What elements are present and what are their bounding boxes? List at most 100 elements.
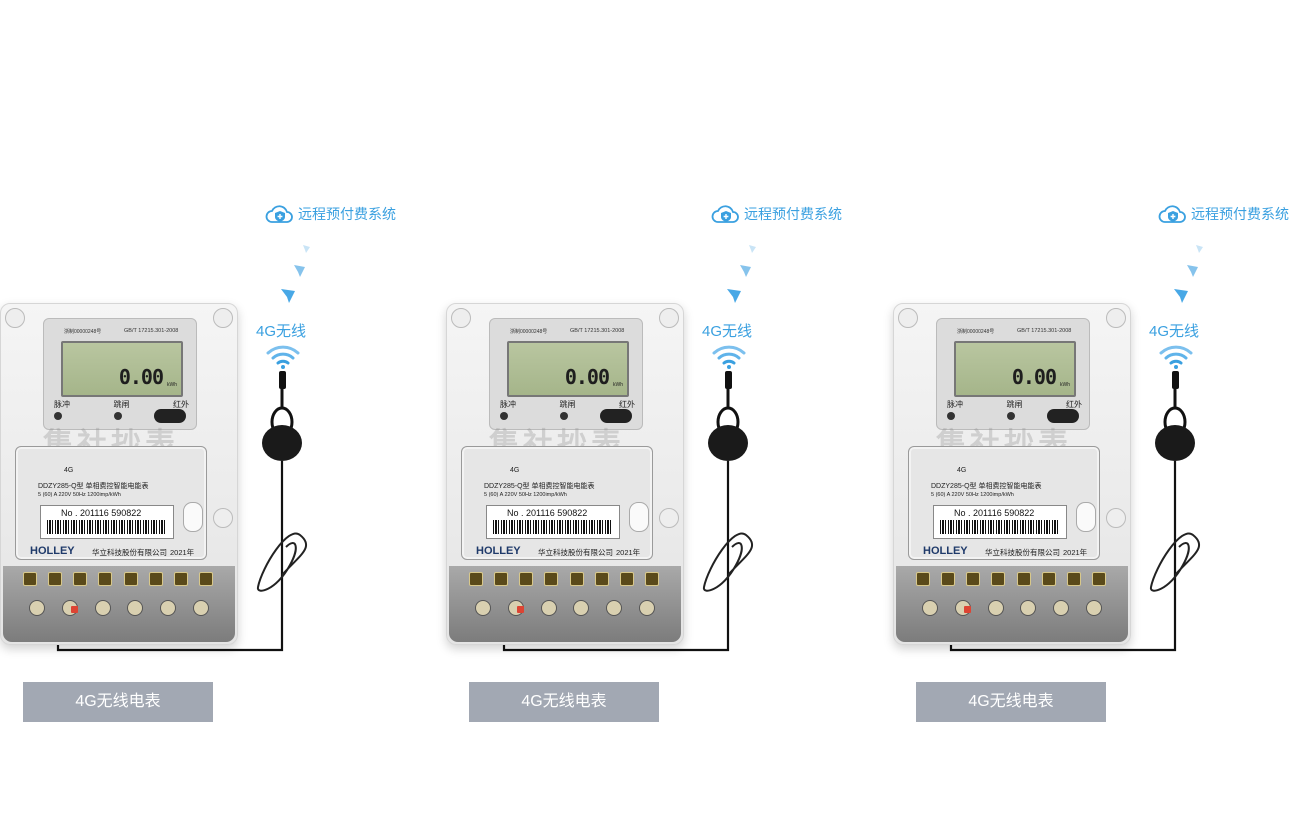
model-line: DDZY285-Q型 单相费控智能电能表 bbox=[38, 483, 149, 490]
manufacturer: 华立科技股份有限公司 bbox=[985, 548, 1060, 557]
module-tag: 4G bbox=[957, 467, 967, 474]
lcd-display: 0.00 kWh bbox=[954, 341, 1076, 397]
signal-arrows-icon bbox=[727, 245, 756, 303]
cloud-label: 远程预付费系统 bbox=[744, 206, 842, 222]
led-pulse: 脉冲 bbox=[500, 399, 516, 422]
terminal-screws bbox=[922, 600, 1102, 616]
year: 2021年 bbox=[170, 548, 195, 557]
year: 2021年 bbox=[1063, 548, 1088, 557]
certification-text: 浙制00000248号 bbox=[957, 329, 995, 335]
screw bbox=[1106, 308, 1126, 328]
terminal-screws bbox=[29, 600, 209, 616]
nameplate: 4G DDZY285-Q型 单相费控智能电能表 5 (60) A 220V 50… bbox=[908, 446, 1100, 560]
infrared-port bbox=[1047, 409, 1079, 423]
barcode bbox=[47, 520, 165, 534]
infrared-port bbox=[154, 409, 186, 423]
electricity-meter: 浙制00000248号 GB/T 17215.301-2008 0.00 kWh… bbox=[893, 303, 1131, 645]
terminal-block bbox=[449, 566, 681, 642]
red-tag bbox=[71, 606, 78, 613]
brand-logo: HOLLEY bbox=[30, 545, 75, 557]
led-dot bbox=[500, 412, 508, 420]
infrared-port bbox=[600, 409, 632, 423]
serial-number: No . 201116 590822 bbox=[61, 508, 142, 518]
indicator-row: 脉冲 跳闸 红外 bbox=[54, 399, 189, 422]
nameplate: 4G DDZY285-Q型 单相费控智能电能表 5 (60) A 220V 50… bbox=[15, 446, 207, 560]
signal-label: 4G无线 bbox=[1149, 323, 1200, 340]
screw bbox=[451, 308, 471, 328]
screw bbox=[659, 508, 679, 528]
led-pulse: 脉冲 bbox=[54, 399, 70, 422]
screw bbox=[898, 308, 918, 328]
model-line: DDZY285-Q型 单相费控智能电能表 bbox=[484, 483, 595, 490]
cloud-shield-icon bbox=[265, 205, 293, 223]
nameplate: 4G DDZY285-Q型 单相费控智能电能表 5 (60) A 220V 50… bbox=[461, 446, 653, 560]
lcd-value: 0.00 bbox=[1011, 365, 1057, 389]
display-panel: 浙制00000248号 GB/T 17215.301-2008 0.00 kWh… bbox=[936, 318, 1090, 430]
seal-slot bbox=[183, 502, 203, 532]
wifi-icon bbox=[712, 345, 746, 369]
cloud-label: 远程预付费系统 bbox=[298, 206, 396, 222]
led-dot bbox=[947, 412, 955, 420]
led-dot bbox=[113, 412, 122, 420]
barcode-label: No . 201116 590822 bbox=[933, 505, 1067, 539]
signal-label: 4G无线 bbox=[256, 323, 307, 340]
display-panel: 浙制00000248号 GB/T 17215.301-2008 0.00 kWh… bbox=[489, 318, 643, 430]
indicator-row: 脉冲 跳闸 红外 bbox=[500, 399, 635, 422]
terminal-screws bbox=[475, 600, 655, 616]
barcode-label: No . 201116 590822 bbox=[40, 505, 174, 539]
meter-unit-1: 远程预付费系统 4G无线 浙制00000248号 GB/T 17215.301-… bbox=[0, 195, 440, 735]
cloud-title: 远程预付费系统 bbox=[264, 203, 396, 225]
screw bbox=[5, 308, 25, 328]
brand-logo: HOLLEY bbox=[923, 545, 968, 557]
module-tag: 4G bbox=[64, 467, 74, 474]
barcode bbox=[493, 520, 611, 534]
led-trip: 跳闸 bbox=[1006, 399, 1023, 422]
led-ir: 红外 bbox=[619, 400, 635, 409]
wifi-icon bbox=[266, 345, 300, 369]
cloud-shield-icon bbox=[1158, 205, 1186, 223]
led-dot bbox=[54, 412, 62, 420]
product-caption: 4G无线电表 bbox=[469, 682, 659, 722]
barcode-label: No . 201116 590822 bbox=[486, 505, 620, 539]
red-tag bbox=[517, 606, 524, 613]
cloud-title: 远程预付费系统 bbox=[710, 203, 842, 225]
red-tag bbox=[964, 606, 971, 613]
certification-text: 浙制00000248号 bbox=[64, 329, 102, 335]
lcd-unit: kWh bbox=[1060, 382, 1070, 388]
lcd-unit: kWh bbox=[613, 382, 623, 388]
cloud-label: 远程预付费系统 bbox=[1191, 206, 1289, 222]
lcd-unit: kWh bbox=[167, 382, 177, 388]
seal-slot bbox=[1076, 502, 1096, 532]
electricity-meter: 浙制00000248号 GB/T 17215.301-2008 0.00 kWh… bbox=[446, 303, 684, 645]
signal-label: 4G无线 bbox=[702, 323, 753, 340]
lcd-display: 0.00 kWh bbox=[61, 341, 183, 397]
terminal-row bbox=[469, 572, 659, 586]
lcd-value: 0.00 bbox=[118, 365, 164, 389]
lcd-value: 0.00 bbox=[564, 365, 610, 389]
led-dot bbox=[1006, 412, 1015, 420]
standard-text: GB/T 17215.301-2008 bbox=[124, 328, 179, 334]
standard-text: GB/T 17215.301-2008 bbox=[570, 328, 625, 334]
standard-text: GB/T 17215.301-2008 bbox=[1017, 328, 1072, 334]
screw bbox=[659, 308, 679, 328]
spec-line: 5 (60) A 220V 50Hz 1200imp/kWh bbox=[931, 492, 1014, 498]
led-ir: 红外 bbox=[173, 400, 189, 409]
antenna-icon bbox=[56, 371, 308, 652]
screw bbox=[213, 308, 233, 328]
meter-unit-3: 远程预付费系统 4G无线 浙制00000248号 GB/T 17215.301-… bbox=[893, 195, 1300, 735]
cloud-shield-icon bbox=[711, 205, 739, 223]
screw bbox=[1106, 508, 1126, 528]
signal-arrows-icon bbox=[281, 245, 310, 303]
manufacturer: 华立科技股份有限公司 bbox=[538, 548, 613, 557]
manufacturer: 华立科技股份有限公司 bbox=[92, 548, 167, 557]
module-tag: 4G bbox=[510, 467, 520, 474]
indicator-row: 脉冲 跳闸 红外 bbox=[947, 399, 1082, 422]
seal-slot bbox=[629, 502, 649, 532]
led-trip: 跳闸 bbox=[113, 399, 130, 422]
led-trip: 跳闸 bbox=[559, 399, 576, 422]
electricity-meter: 浙制00000248号 GB/T 17215.301-2008 0.00 kWh… bbox=[0, 303, 238, 645]
led-dot bbox=[559, 412, 568, 420]
display-panel: 浙制00000248号 GB/T 17215.301-2008 0.00 kWh… bbox=[43, 318, 197, 430]
cloud-title: 远程预付费系统 bbox=[1157, 203, 1289, 225]
meter-unit-2: 远程预付费系统 4G无线 浙制00000248号 GB/T 17215.301-… bbox=[446, 195, 886, 735]
